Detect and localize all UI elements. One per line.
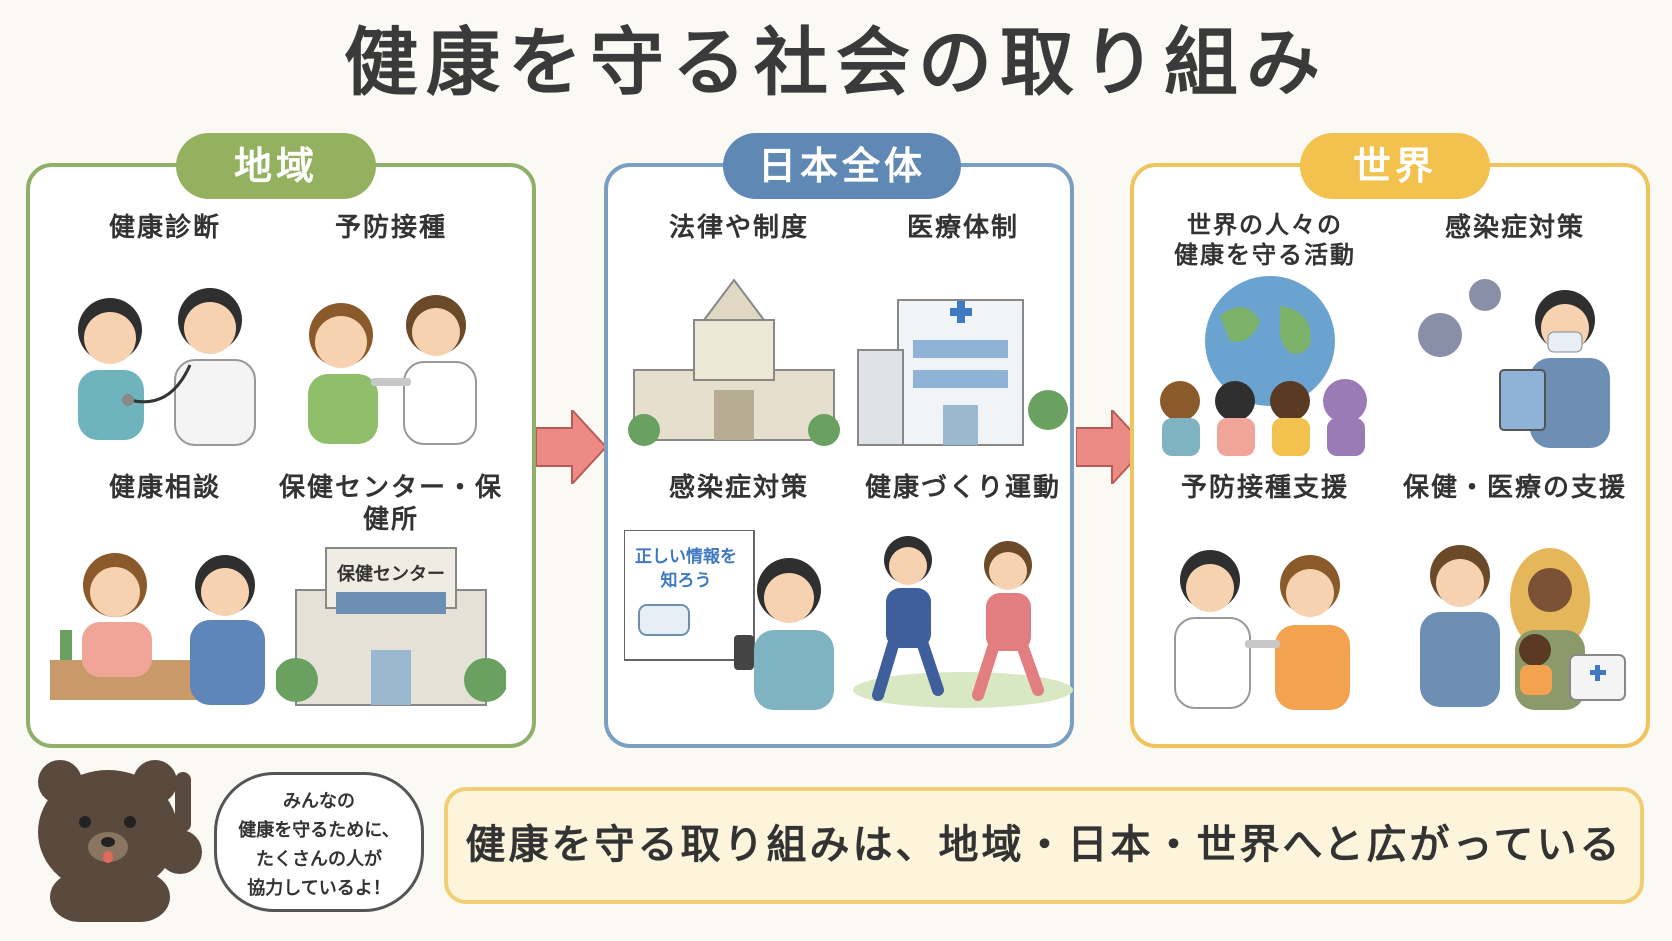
item-health-promotion: 健康づくり運動	[838, 472, 1088, 742]
medical-support-icon	[1420, 545, 1626, 710]
nurse-vaccine-icon	[308, 295, 477, 445]
doctor-stethoscope-icon	[78, 288, 256, 446]
item-vaccination: 予防接種	[266, 212, 516, 482]
virus-mask-icon	[1418, 279, 1610, 448]
item-laws-systems: 法律や制度	[614, 212, 864, 482]
vaccine-support-icon	[1174, 550, 1350, 710]
consultation-icon	[50, 553, 265, 705]
item-medical-system: 医療体制	[838, 212, 1088, 482]
speech-bubble: みんなの 健康を守るために、 たくさんの人が 協力しているよ！	[214, 772, 424, 912]
globe-people-icon	[1160, 276, 1367, 456]
page-title: 健康を守る社会の取り組み	[344, 20, 1328, 106]
arrow-right-icon	[536, 410, 606, 484]
item-global-health-activities: 世界の人々の 健康を守る活動	[1140, 210, 1390, 480]
tag-world: 世界	[1300, 133, 1490, 199]
hospital-icon	[857, 299, 1068, 446]
item-medical-support: 保健・医療の支援	[1390, 472, 1640, 742]
tag-community: 地域	[176, 133, 376, 199]
jogging-people-icon	[853, 536, 1073, 708]
item-infection-control-japan: 感染症対策 正しい情報を 知ろう	[614, 472, 864, 742]
summary-box: 健康を守る取り組みは、地域・日本・世界へと広がっている	[444, 787, 1644, 904]
item-health-center: 保健センター・保健所 保健センター	[266, 472, 516, 742]
bear-mascot-icon	[38, 760, 202, 922]
poster-text-2: 知ろう	[660, 570, 712, 591]
tag-japan: 日本全体	[723, 133, 961, 199]
smartphone-info-icon: 正しい情報を 知ろう	[624, 530, 834, 710]
poster-text-1: 正しい情報を	[635, 546, 737, 567]
building-sign: 保健センター	[336, 563, 445, 585]
diet-building-icon	[628, 278, 840, 446]
item-infection-control-world: 感染症対策	[1390, 212, 1640, 482]
health-center-building-icon: 保健センター	[276, 547, 506, 706]
item-health-consultation: 健康相談	[40, 472, 290, 742]
arrow-right-icon	[1076, 410, 1146, 484]
item-health-checkup: 健康診断	[40, 212, 290, 482]
item-vaccination-support: 予防接種支援	[1140, 472, 1390, 742]
